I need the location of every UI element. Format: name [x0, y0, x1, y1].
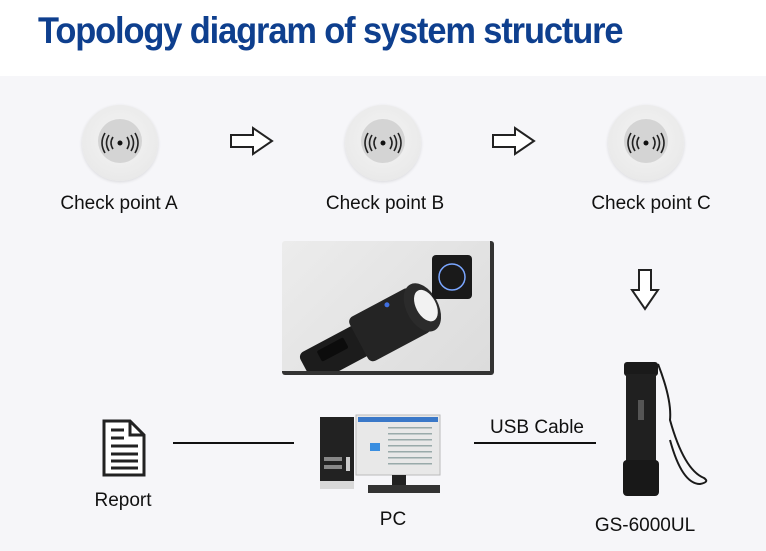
arrow-right-icon: [492, 126, 536, 156]
checkpoint-b-label: Check point B: [325, 193, 445, 214]
pc-device-connector: [474, 442, 596, 444]
flashlight-reader-photo: [299, 255, 472, 383]
desktop-computer-icon: [320, 414, 441, 493]
nfc-tag-icon: [627, 132, 665, 154]
device-label: GS-6000UL: [594, 515, 696, 536]
checkpoint-a-tag: [82, 105, 158, 181]
usb-cable-label: USB Cable: [490, 417, 584, 438]
report-pc-connector: [173, 442, 294, 444]
nfc-tag-icon: [364, 132, 402, 154]
checkpoint-b-tag: [345, 105, 421, 181]
pc-label: PC: [379, 509, 407, 530]
arrow-right-icon: [230, 126, 274, 156]
page-title: Topology diagram of system structure: [38, 10, 624, 51]
checkpoint-c-label: Check point C: [591, 193, 711, 214]
arrow-down-icon: [630, 269, 660, 311]
header: Topology diagram of system structure: [0, 0, 766, 76]
checkpoint-a-label: Check point A: [60, 193, 178, 214]
patrol-reader-device-icon: [623, 362, 708, 496]
document-icon: [102, 419, 146, 477]
checkpoint-c-tag: [608, 105, 684, 181]
nfc-tag-icon: [101, 132, 139, 154]
reader-scanning-photo: [282, 241, 494, 383]
report-label: Report: [94, 490, 152, 511]
